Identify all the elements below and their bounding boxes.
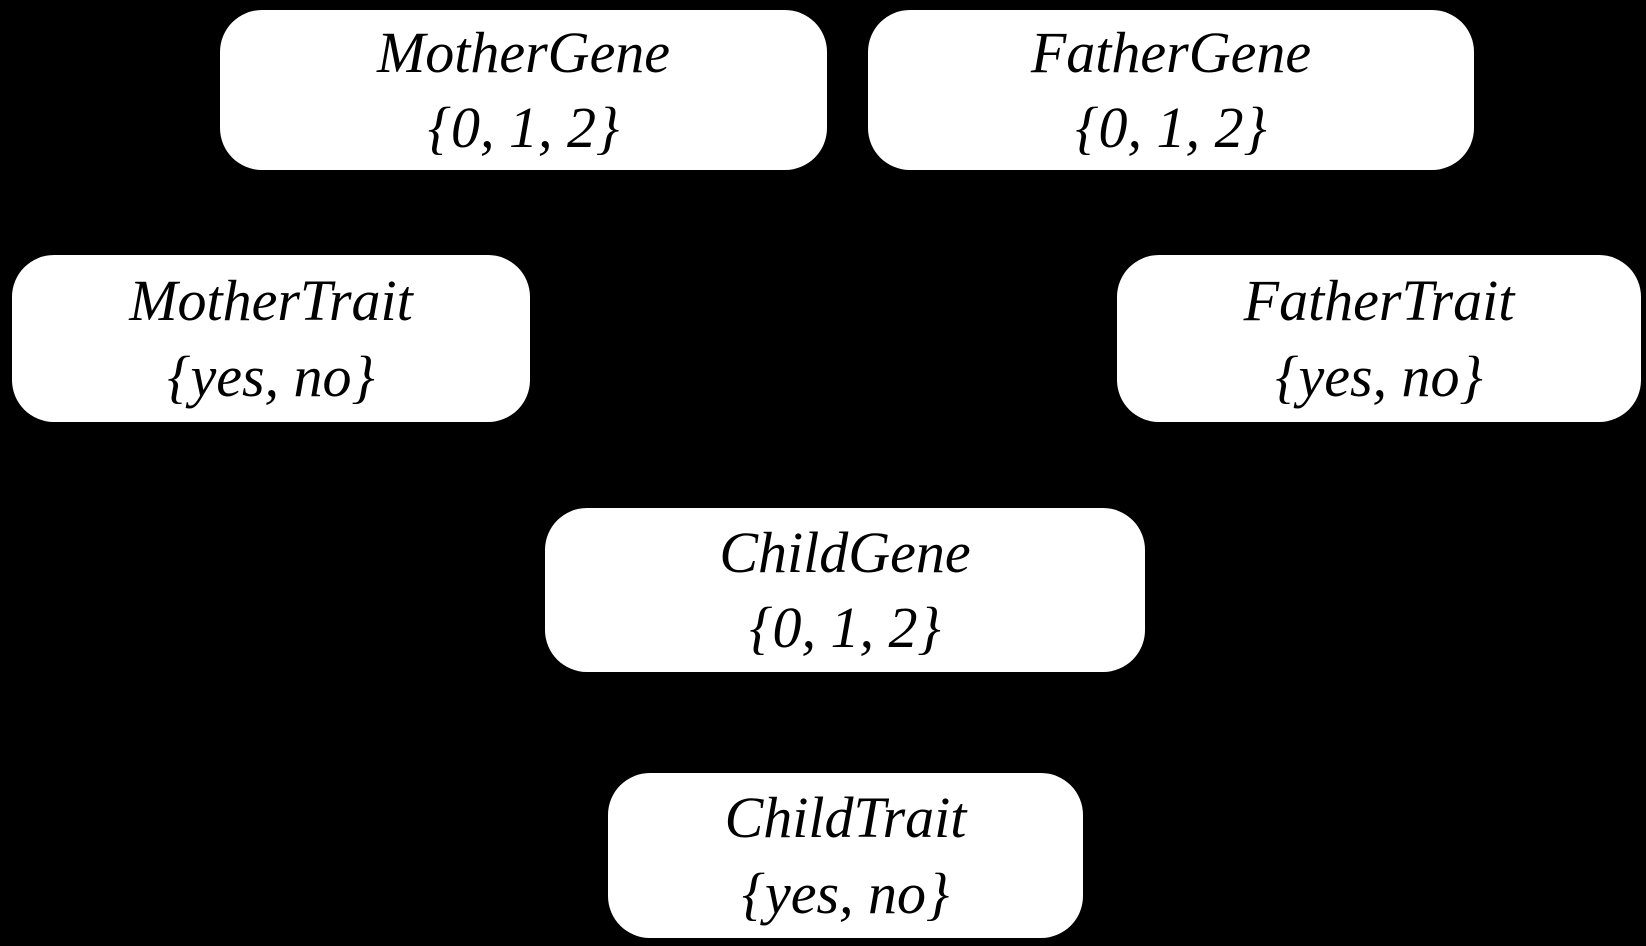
node-mother-gene: MotherGene {0, 1, 2}	[220, 10, 827, 170]
node-mother-gene-domain: {0, 1, 2}	[427, 95, 620, 160]
node-child-gene-domain: {0, 1, 2}	[749, 595, 941, 660]
node-father-trait-domain: {yes, no}	[1275, 343, 1483, 409]
node-father-gene-domain: {0, 1, 2}	[1075, 95, 1267, 160]
node-mother-trait: MotherTrait {yes, no}	[12, 255, 530, 422]
node-father-gene-title: FatherGene	[1030, 19, 1312, 85]
node-father-trait: FatherTrait {yes, no}	[1117, 255, 1641, 422]
node-child-trait: ChildTrait {yes, no}	[608, 773, 1083, 938]
node-father-trait-title: FatherTrait	[1243, 268, 1515, 334]
node-child-gene: ChildGene {0, 1, 2}	[545, 508, 1145, 672]
node-mother-trait-domain: {yes, no}	[167, 343, 375, 409]
node-mother-gene-title: MotherGene	[376, 19, 671, 85]
node-child-trait-domain: {yes, no}	[741, 860, 950, 926]
node-mother-trait-title: MotherTrait	[129, 268, 413, 334]
node-child-trait-title: ChildTrait	[724, 785, 967, 851]
node-father-gene: FatherGene {0, 1, 2}	[868, 10, 1474, 170]
node-child-gene-title: ChildGene	[719, 519, 971, 585]
